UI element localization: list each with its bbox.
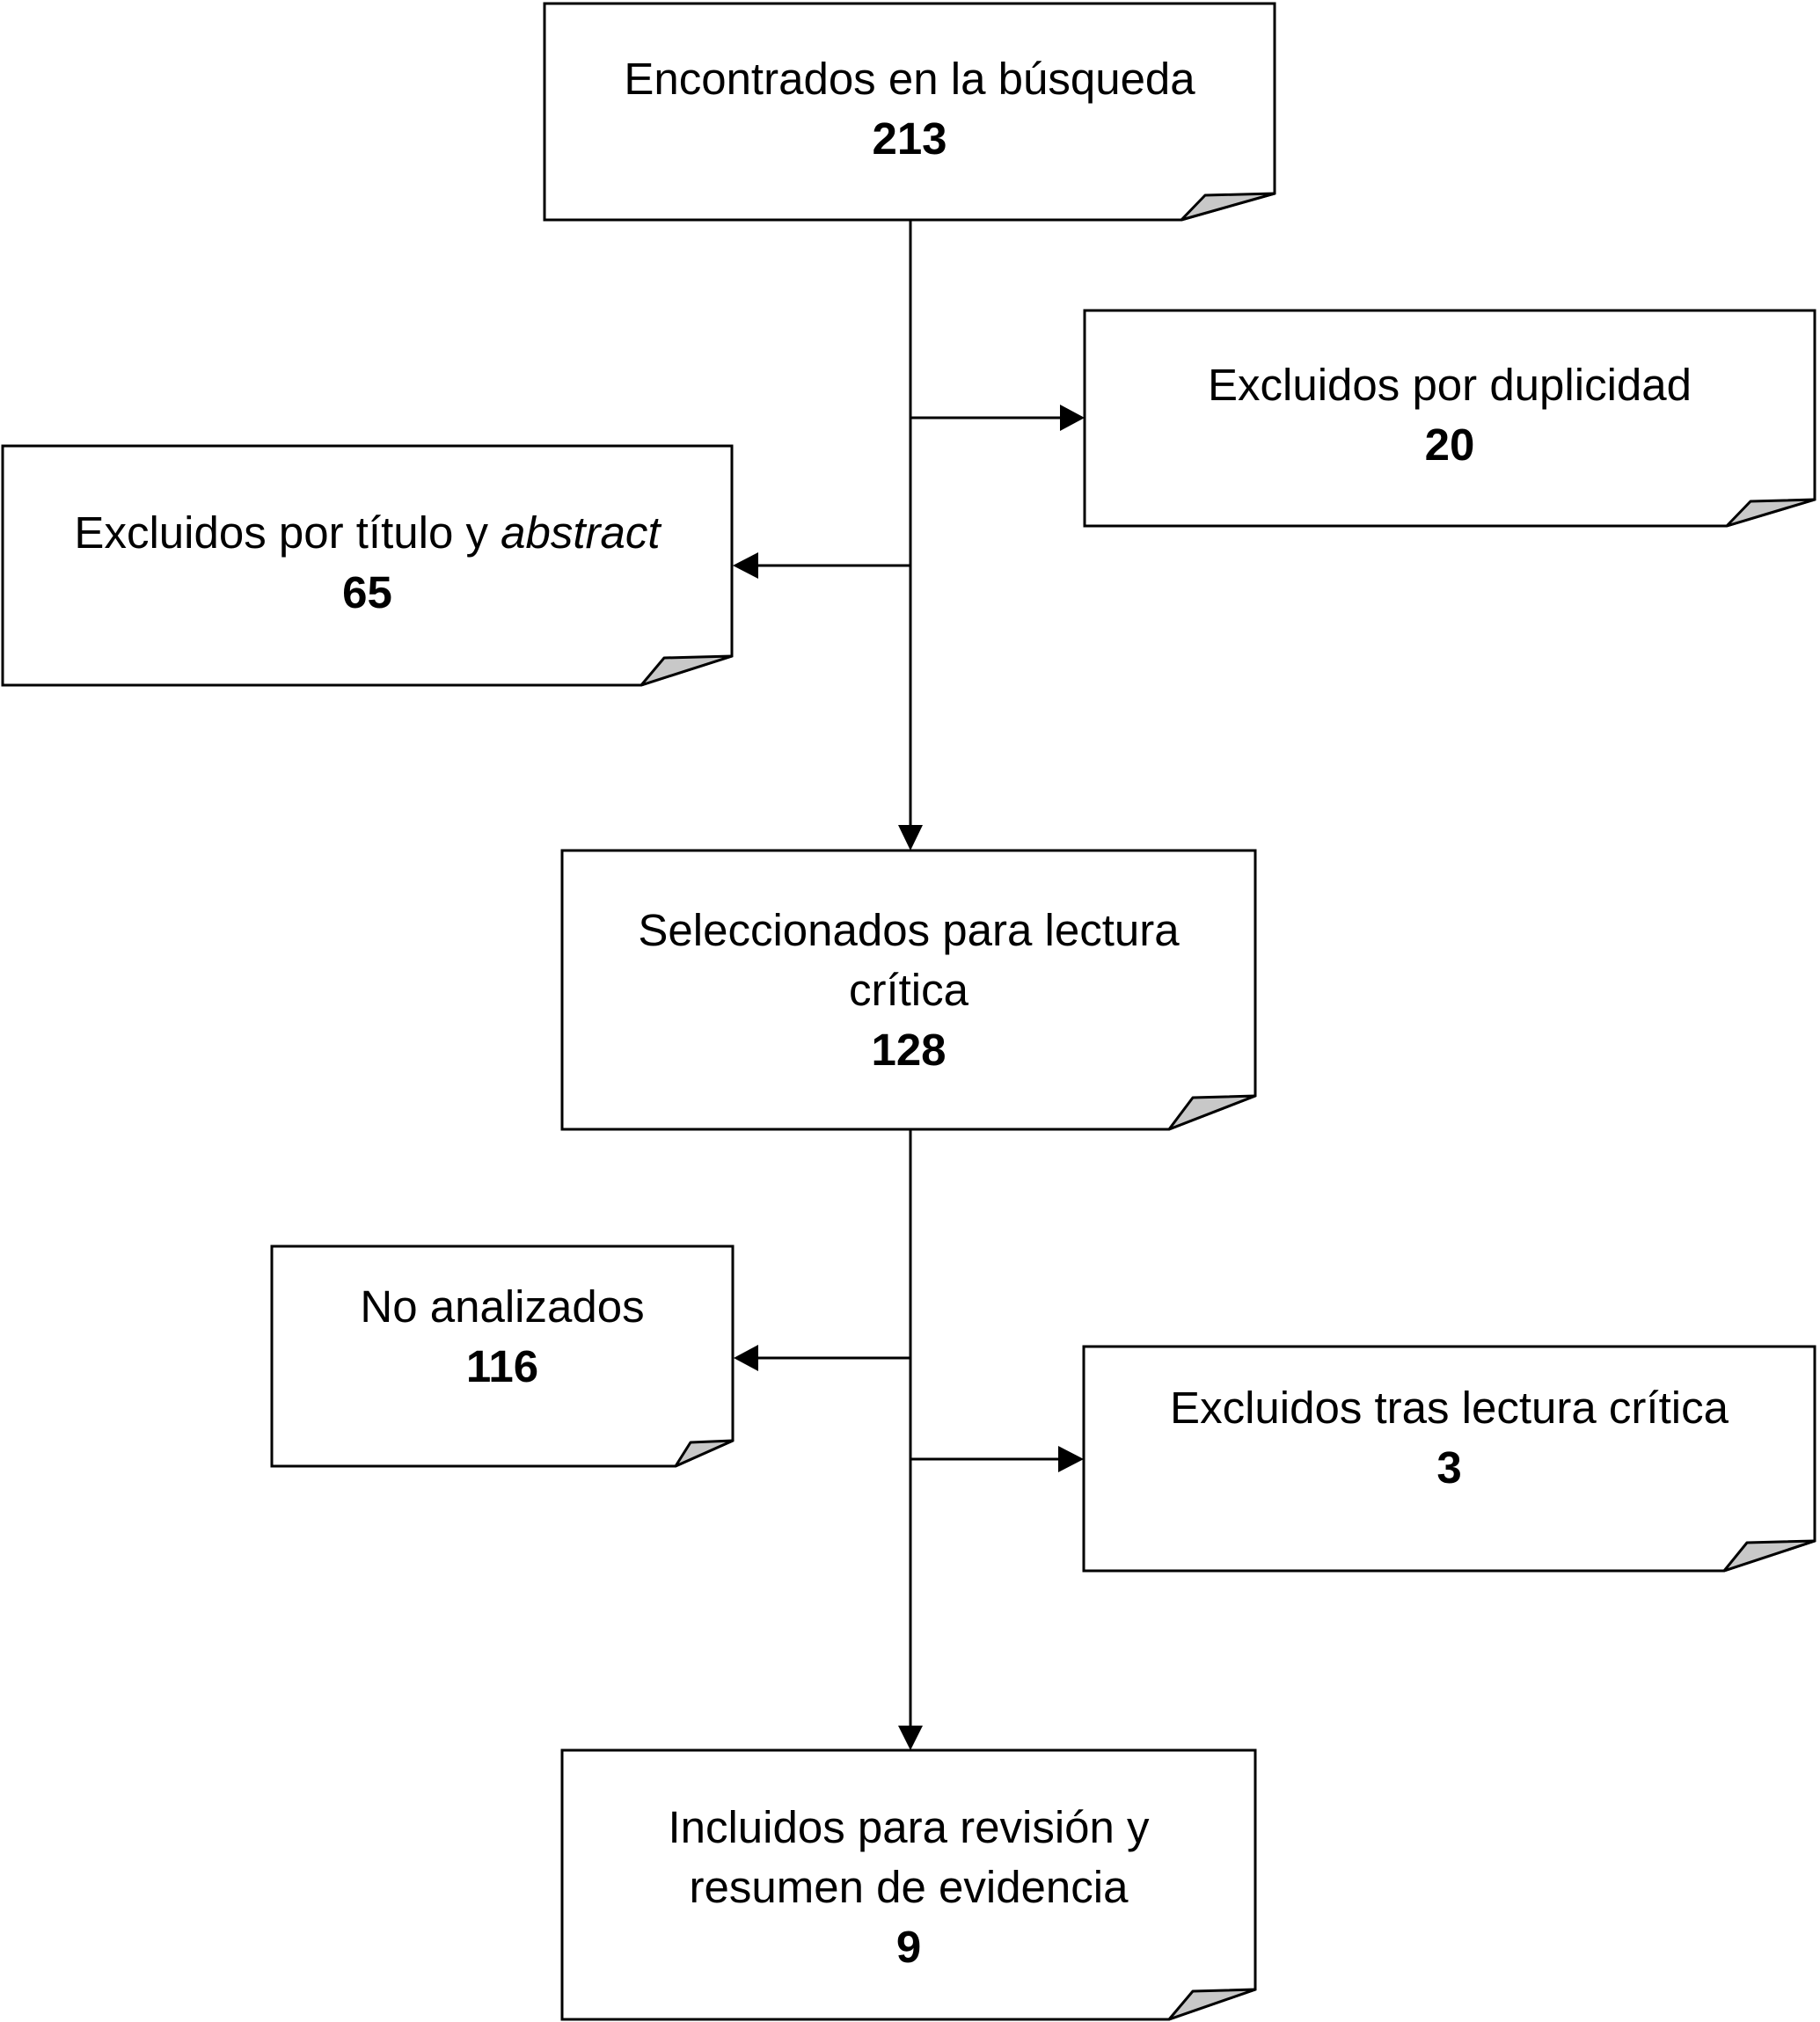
fold-corner (1180, 192, 1276, 222)
node-selected-label-line1: Seleccionados para lectura (638, 905, 1180, 955)
fold-corner (1722, 1539, 1816, 1573)
arrow-left-icon (733, 552, 758, 579)
fold-corner (640, 654, 734, 687)
fold-corner (1167, 1988, 1257, 2021)
node-duplicates-label: Excluidos por duplicidad (1208, 360, 1692, 410)
node-included-label-line1: Incluidos para revisión y (668, 1802, 1150, 1852)
node-title-abstract-count: 65 (342, 567, 392, 617)
node-excluded-critical: Excluidos tras lectura crítica 3 (1084, 1368, 1815, 1508)
fold-corner (1725, 498, 1816, 528)
node-included-count: 9 (895, 1922, 922, 1972)
fold-corner (674, 1439, 735, 1468)
node-not-analyzed-count: 116 (465, 1341, 539, 1391)
node-included-label-line2: resumen de evidencia (689, 1862, 1129, 1912)
node-selected-label-line2: crítica (848, 965, 969, 1015)
node-title-abstract: Excluidos por título y abstract 65 (3, 493, 732, 633)
arrow-left-icon (734, 1345, 758, 1371)
fold-corner (1167, 1094, 1257, 1131)
arrow-down-icon (898, 1726, 923, 1750)
arrow-right-icon (1058, 1446, 1084, 1472)
node-title-abstract-label: Excluidos por título y abstract (74, 503, 660, 563)
node-excluded-critical-count: 3 (1436, 1442, 1462, 1493)
node-selected-count: 128 (871, 1025, 947, 1075)
node-not-analyzed-label: No analizados (360, 1281, 645, 1332)
node-excluded-critical-label: Excluidos tras lectura crítica (1170, 1383, 1729, 1433)
arrow-right-icon (1060, 405, 1085, 431)
node-included: Incluidos para revisión y resumen de evi… (562, 1798, 1255, 1977)
node-found-count: 213 (872, 113, 947, 164)
node-found-label: Encontrados en la búsqueda (624, 54, 1195, 104)
arrow-down-icon (898, 825, 923, 850)
node-not-analyzed: No analizados 116 (272, 1266, 733, 1407)
node-duplicates: Excluidos por duplicidad 20 (1085, 345, 1815, 485)
node-selected: Seleccionados para lectura crítica 128 (562, 901, 1255, 1080)
node-title-abstract-label-prefix: Excluidos por título y (74, 507, 501, 558)
node-duplicates-count: 20 (1424, 420, 1475, 470)
node-found: Encontrados en la búsqueda 213 (545, 39, 1275, 179)
node-title-abstract-label-italic: abstract (501, 507, 661, 558)
